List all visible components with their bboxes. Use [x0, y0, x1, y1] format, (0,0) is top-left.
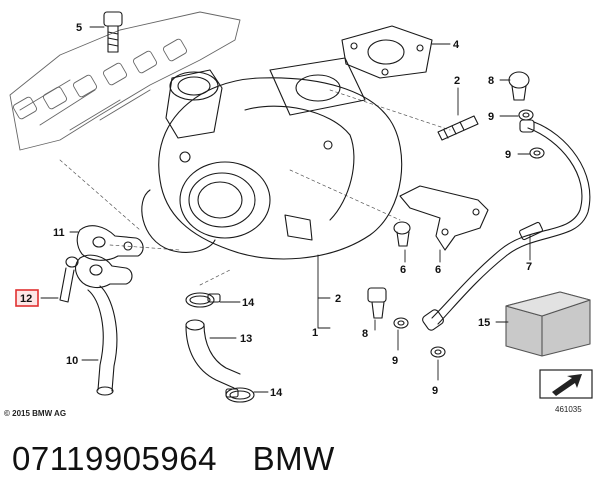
figure-id: 461035 [555, 405, 582, 414]
bolt-part-6 [393, 221, 411, 247]
banjo-bolt-part-8-upper [508, 71, 530, 101]
callout-9-c: 9 [392, 355, 398, 367]
clamp-part-14-upper [185, 292, 221, 308]
callout-9-d: 9 [432, 385, 438, 397]
callout-12-highlight[interactable]: 12 [15, 289, 39, 307]
exhaust-manifold [9, 11, 241, 151]
clamp-part-14-lower [225, 387, 255, 403]
callout-12: 12 [20, 293, 32, 305]
callout-7: 7 [526, 261, 532, 273]
callout-14-upper: 14 [242, 297, 255, 309]
box-part-15 [505, 291, 591, 357]
hose-part-13 [185, 319, 241, 389]
oil-pipe-part-7 [422, 119, 591, 331]
pipe-part-10 [87, 285, 118, 396]
callout-3: 4 [453, 39, 460, 51]
callout-9-b: 9 [505, 149, 511, 161]
gasket-part-3 [341, 25, 433, 79]
copyright-text: © 2015 BMW AG [4, 409, 66, 418]
callout-11: 11 [53, 227, 65, 239]
callout-2-lower: 2 [335, 293, 341, 305]
callout-5: 6 [435, 264, 441, 276]
washer-part-9 [393, 109, 545, 358]
part-footer: 07119905964 BMW [12, 440, 335, 484]
callout-9-a: 9 [488, 111, 494, 123]
stud-part-2 [437, 115, 479, 141]
callout-2-upper: 2 [454, 75, 460, 87]
callout-8-upper: 8 [488, 75, 494, 87]
part-number: 07119905964 [12, 440, 217, 477]
callout-leaders [40, 26, 531, 393]
arrow-box-icon [539, 369, 593, 399]
callout-14-lower: 14 [270, 387, 283, 399]
callout-labels: 5 4 2 8 9 9 7 6 6 2 1 11 10 14 13 14 8 9… [53, 22, 532, 399]
parts-diagram: 5 4 2 8 9 9 7 6 6 2 1 11 10 14 13 14 8 9… [4, 11, 593, 418]
bolt-part-12 [59, 256, 79, 303]
bolt-part-4 [103, 11, 123, 53]
callout-1: 1 [312, 327, 318, 339]
banjo-bolt-part-8-lower [367, 287, 387, 319]
callout-13: 13 [240, 333, 252, 345]
callout-8-lower: 8 [362, 328, 368, 340]
turbocharger [141, 57, 403, 260]
gasket-part-11 [76, 225, 144, 261]
callout-6: 6 [400, 264, 406, 276]
callout-10: 10 [66, 355, 78, 367]
gasket-lower [74, 254, 133, 289]
brand-name: BMW [252, 440, 335, 477]
bracket-part-5 [399, 185, 489, 251]
callout-4: 5 [76, 22, 82, 34]
callout-15: 15 [478, 317, 490, 329]
